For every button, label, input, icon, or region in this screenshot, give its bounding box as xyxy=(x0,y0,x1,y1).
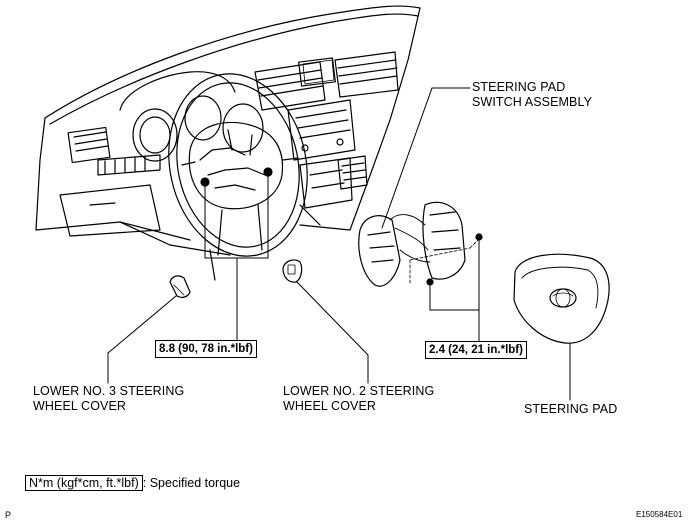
label-lower-no2-line2: WHEEL COVER xyxy=(283,399,377,413)
leader-lines xyxy=(107,87,571,401)
label-steering-pad-switch-line2: SWITCH ASSEMBLY xyxy=(472,95,593,109)
torque-box-pad-screws: 2.4 (24, 21 in.*lbf) xyxy=(425,341,527,359)
lower-no3-cover-part xyxy=(169,275,191,298)
torque-box-column-bolts: 8.8 (90, 78 in.*lbf) xyxy=(155,340,257,358)
label-lower-no3-line1: LOWER NO. 3 STEERING xyxy=(33,384,185,398)
label-lower-no3-line2: WHEEL COVER xyxy=(33,399,127,413)
legend-description: Specified torque xyxy=(149,476,241,490)
label-steering-pad: STEERING PAD xyxy=(524,402,618,416)
page-marker: P xyxy=(5,510,12,520)
steering-pad-switch-assembly-part xyxy=(358,201,483,287)
legend-unit-box: N*m (kgf*cm, ft.*lbf) xyxy=(25,475,143,491)
dashboard-illustration xyxy=(35,5,421,281)
lower-no2-cover-part xyxy=(282,259,303,283)
figure-code: E150584E01 xyxy=(636,510,683,519)
label-steering-pad-switch-line1: STEERING PAD xyxy=(472,80,566,94)
label-lower-no2-line1: LOWER NO. 2 STEERING xyxy=(283,384,435,398)
torque-legend: N*m (kgf*cm, ft.*lbf): Specified torque xyxy=(25,475,240,491)
legend-separator: : xyxy=(142,476,147,490)
steering-pad-part xyxy=(513,253,610,344)
steering-wheel xyxy=(168,73,308,257)
